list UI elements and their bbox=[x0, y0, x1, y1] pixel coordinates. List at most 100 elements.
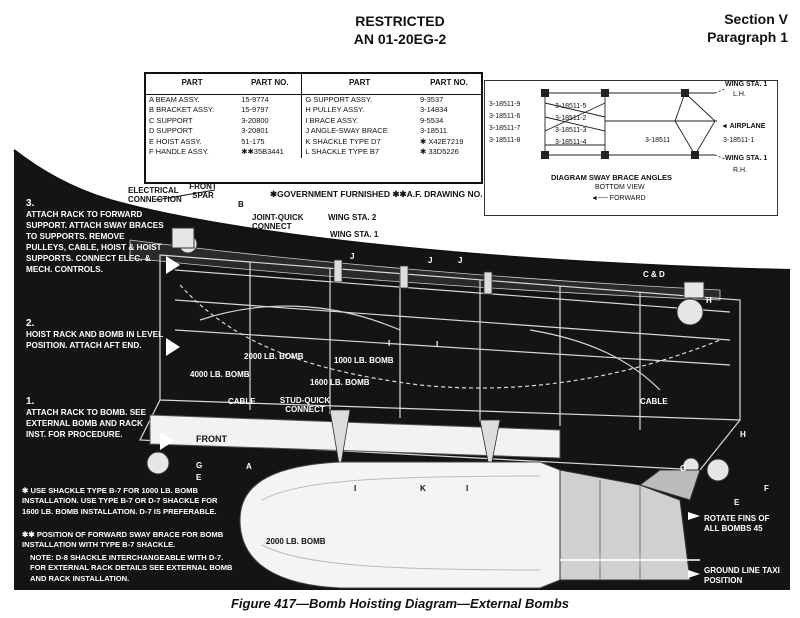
step-text: HOIST RACK AND BOMB IN LEVEL POSITION. A… bbox=[26, 330, 163, 350]
front-spar-label: FRONT SPAR bbox=[189, 182, 217, 200]
parts-header-part: PART bbox=[301, 74, 417, 95]
wing-station-rh: WING STA. 1 bbox=[725, 155, 768, 162]
forward-arrow-label: ◄── FORWARD bbox=[591, 195, 646, 202]
part-name: L SHACKLE TYPE B7 bbox=[301, 147, 417, 158]
table-row: E HOIST ASSY. 51-175 K SHACKLE TYPE D7 ✱… bbox=[146, 136, 481, 147]
sway-label: 3-18511-1 bbox=[723, 137, 755, 144]
part-number: ✱ 33D5226 bbox=[419, 147, 459, 156]
part-letter: G bbox=[680, 464, 687, 473]
document-number: AN 01-20EG-2 bbox=[353, 31, 447, 47]
bomb-2000-label: 2000 LB. BOMB bbox=[244, 352, 304, 361]
bomb-1600-label: 1600 LB. BOMB bbox=[310, 378, 370, 387]
paragraph-label: Paragraph 1 bbox=[707, 29, 788, 45]
interchangeable-note: NOTE: D-8 SHACKLE INTERCHANGEABLE WITH D… bbox=[30, 553, 233, 583]
parts-table: PART PART NO. PART PART NO. A BEAM ASSY.… bbox=[144, 72, 483, 184]
part-number: 51-175 bbox=[241, 136, 265, 146]
part-number: 15-9774 bbox=[241, 94, 269, 104]
parts-header-number: PART NO. bbox=[238, 74, 302, 95]
part-name: C SUPPORT bbox=[149, 115, 193, 125]
part-letter: J bbox=[350, 252, 355, 261]
part-name: A BEAM ASSY. bbox=[149, 94, 200, 104]
joint-quick-connect-label: JOINT-QUICK CONNECT bbox=[252, 213, 304, 231]
part-name: F HANDLE ASSY. bbox=[149, 147, 209, 156]
sway-label: 3-18511 bbox=[645, 137, 671, 144]
part-name: B BRACKET ASSY. bbox=[149, 105, 215, 114]
c-and-d-label: C & D bbox=[643, 270, 665, 279]
legend-line: ✱GOVERNMENT FURNISHED ✱✱A.F. DRAWING NO. bbox=[270, 189, 483, 199]
step-3: 3. ATTACH RACK TO FORWARD SUPPORT. ATTAC… bbox=[26, 198, 166, 275]
sway-brace-lines bbox=[541, 88, 726, 160]
step-text: ATTACH RACK TO FORWARD SUPPORT. ATTACH S… bbox=[26, 210, 164, 274]
section-header: Section V Paragraph 1 bbox=[707, 10, 788, 46]
part-number: 9-5534 bbox=[419, 115, 444, 125]
rh-label: R.H. bbox=[733, 167, 747, 174]
part-letter: E bbox=[196, 473, 202, 482]
part-letter: J bbox=[428, 256, 433, 265]
part-letter: E bbox=[734, 498, 740, 507]
part-name: J ANGLE-SWAY BRACE bbox=[301, 126, 417, 137]
sway-label: 3-18511-9 bbox=[489, 101, 521, 108]
sway-label: 3-18511-2 bbox=[555, 115, 587, 122]
sway-label: 3-18511-4 bbox=[555, 139, 587, 146]
part-letter: I bbox=[436, 340, 439, 349]
front-label: FRONT bbox=[196, 434, 227, 444]
sway-label: 3-18511-5 bbox=[555, 103, 587, 110]
bomb-2000-lower-label: 2000 LB. BOMB bbox=[266, 537, 326, 546]
part-letter: H bbox=[740, 430, 746, 439]
wing-station-2-label: WING STA. 2 bbox=[328, 213, 377, 222]
wing-station-1-label: WING STA. 1 bbox=[330, 230, 379, 239]
part-name: I BRACE ASSY. bbox=[301, 115, 417, 126]
part-letter: I bbox=[354, 484, 357, 493]
sway-label: 3-18511-3 bbox=[555, 127, 587, 134]
part-letter: F bbox=[764, 484, 769, 493]
rear-spar-label: REAR SPAR bbox=[685, 238, 709, 256]
sway-label: 3-18511-6 bbox=[489, 113, 521, 120]
part-name: E HOIST ASSY. bbox=[149, 136, 202, 146]
bomb-1000-label: 1000 LB. BOMB bbox=[334, 356, 394, 365]
stud-quick-connect-label: STUD-QUICK CONNECT bbox=[279, 396, 331, 414]
step-1: 1. ATTACH RACK TO BOMB. SEE EXTERNAL BOM… bbox=[26, 396, 154, 440]
step-number: 3. bbox=[26, 198, 35, 209]
figure-caption: Figure 417—Bomb Hoisting Diagram—Externa… bbox=[230, 596, 570, 611]
part-number: 3-18511 bbox=[419, 126, 447, 135]
part-number: 3-14834 bbox=[419, 105, 448, 114]
part-letter: A bbox=[246, 462, 252, 471]
table-row: A BEAM ASSY. 15-9774 G SUPPORT ASSY. 9-3… bbox=[146, 94, 481, 105]
rotate-fins-note: ROTATE FINS OF ALL BOMBS 45 bbox=[704, 514, 770, 533]
ground-line-note: GROUND LINE TAXI POSITION bbox=[704, 566, 780, 585]
part-name: G SUPPORT ASSY. bbox=[301, 94, 417, 105]
part-number: 15-9797 bbox=[241, 105, 269, 114]
part-number: ✱ X42E7219 bbox=[419, 136, 464, 146]
sway-diagram-title: DIAGRAM SWAY BRACE ANGLES bbox=[551, 173, 672, 182]
sway-label: 3-18511-7 bbox=[489, 125, 521, 132]
lh-label: L.H. bbox=[733, 91, 746, 98]
step-number: 2. bbox=[26, 318, 35, 329]
parts-header-part: PART bbox=[146, 74, 239, 95]
wing-station-lh: WING STA. 1 bbox=[725, 81, 768, 88]
part-number: ✱✱35B3441 bbox=[241, 147, 284, 156]
sway-brace-diagram: 3-18511-9 3-18511-6 3-18511-7 3-18511-8 … bbox=[484, 80, 778, 216]
table-row: C SUPPORT 3-20800 I BRACE ASSY. 9-5534 bbox=[146, 115, 481, 126]
electrical-connection-label: ELECTRICAL CONNECTION bbox=[128, 186, 182, 204]
part-letter: G bbox=[196, 461, 203, 470]
step-2: 2. HOIST RACK AND BOMB IN LEVEL POSITION… bbox=[26, 318, 164, 351]
shackle-note: ✱ USE SHACKLE TYPE B-7 FOR 1000 LB. BOMB… bbox=[22, 486, 218, 516]
table-row: B BRACKET ASSY. 15-9797 H PULLEY ASSY. 3… bbox=[146, 105, 481, 116]
step-arrow-icon bbox=[166, 256, 180, 274]
document-header: RESTRICTED AN 01-20EG-2 bbox=[280, 12, 520, 48]
parts-header-number: PART NO. bbox=[416, 74, 481, 95]
part-letter: I bbox=[388, 339, 391, 348]
step-number: 1. bbox=[26, 396, 35, 407]
step-arrow-icon bbox=[166, 338, 180, 356]
part-letter: I bbox=[466, 484, 469, 493]
part-letter: H bbox=[706, 296, 712, 305]
cable-right-label: CABLE bbox=[640, 397, 668, 406]
step-text: ATTACH RACK TO BOMB. SEE EXTERNAL BOMB A… bbox=[26, 408, 147, 439]
bomb-4000-label: 4000 LB. BOMB bbox=[190, 370, 250, 379]
part-letter: J bbox=[458, 256, 463, 265]
airplane-label: ◄ AIRPLANE bbox=[721, 123, 766, 130]
table-row: D SUPPORT 3-20801 J ANGLE-SWAY BRACE 3-1… bbox=[146, 126, 481, 137]
sway-brace-note: ✱✱ POSITION OF FORWARD SWAY BRACE FOR BO… bbox=[22, 530, 224, 550]
part-number: 9-3537 bbox=[419, 94, 444, 104]
part-number: 3-20800 bbox=[241, 115, 269, 125]
